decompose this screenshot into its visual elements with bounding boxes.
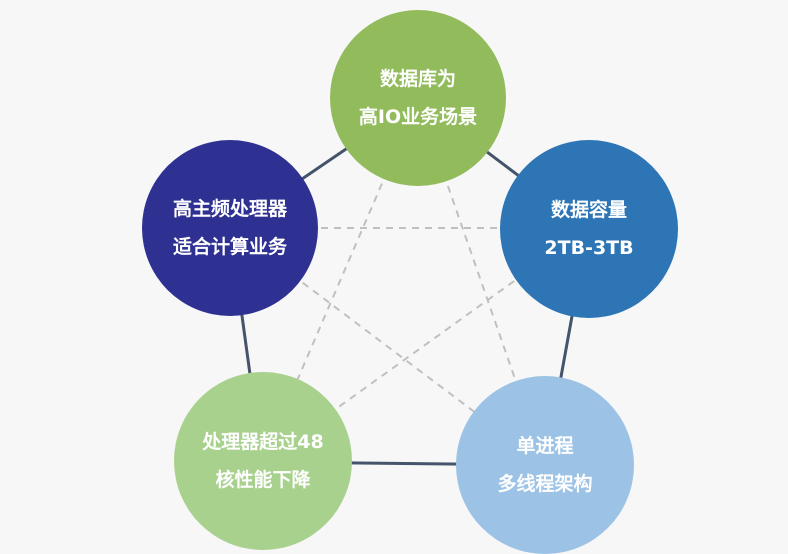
node-cpu-over-48-cores-line2: 核性能下降 [215, 469, 311, 491]
node-data-capacity: 数据容量 2TB-3TB [500, 140, 678, 318]
node-single-process: 单进程 多线程架构 [456, 376, 634, 554]
node-data-capacity-line2: 2TB-3TB [544, 237, 634, 259]
node-cpu-over-48-cores: 处理器超过48 核性能下降 [174, 372, 352, 550]
node-database-high-io-line1: 数据库为 [379, 68, 456, 90]
node-data-capacity-line1: 数据容量 [550, 199, 627, 221]
node-database-high-io-line2: 高IO业务场景 [358, 106, 478, 128]
node-high-frequency-cpu: 高主频处理器 适合计算业务 [142, 140, 318, 316]
node-single-process-line2: 多线程架构 [497, 473, 593, 495]
node-database-high-io: 数据库为 高IO业务场景 [330, 10, 506, 186]
node-cpu-over-48-cores-line1: 处理器超过48 [202, 431, 324, 453]
node-single-process-line1: 单进程 [516, 435, 574, 457]
node-high-frequency-cpu-line2: 适合计算业务 [172, 236, 287, 258]
node-high-frequency-cpu-line1: 高主频处理器 [172, 198, 287, 220]
